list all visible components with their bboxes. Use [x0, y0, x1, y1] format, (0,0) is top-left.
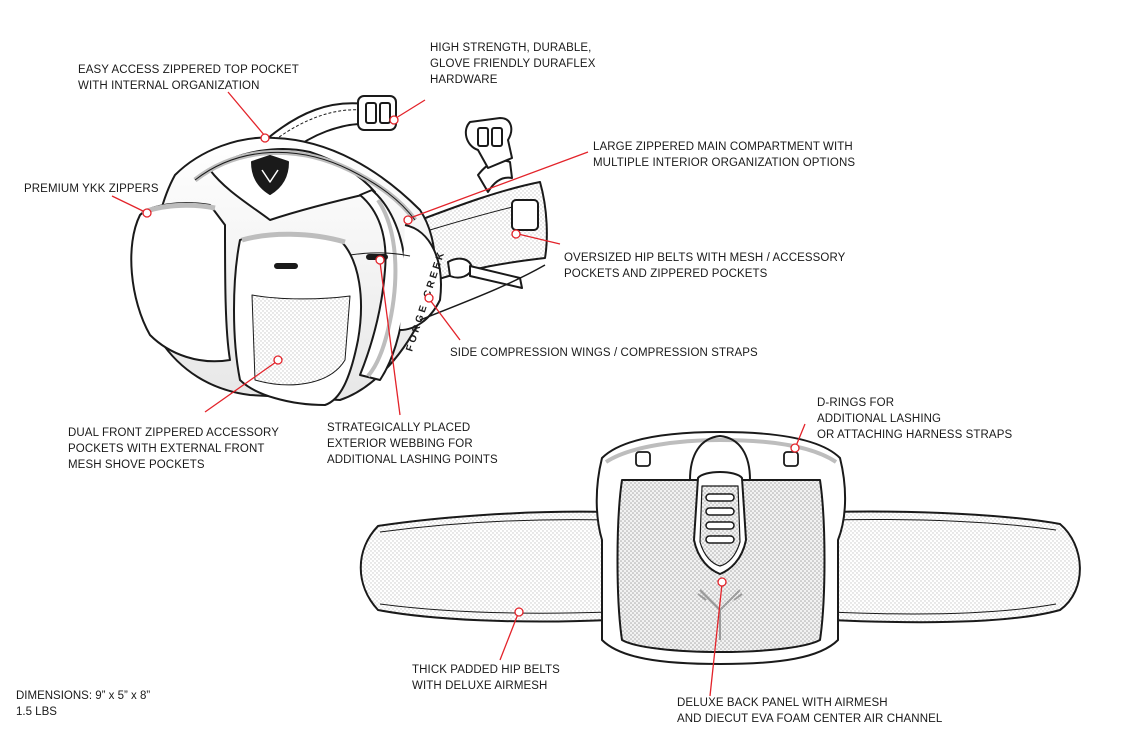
back-view-pack	[359, 431, 1081, 665]
callout-webbing: STRATEGICALLY PLACED EXTERIOR WEBBING FO…	[327, 422, 498, 466]
callout-hardware: HIGH STRENGTH, DURABLE, GLOVE FRIENDLY D…	[430, 42, 596, 86]
buckle-right	[464, 117, 513, 169]
buckle-top	[357, 95, 397, 131]
dimensions-weight: 1.5 LBS	[16, 706, 57, 718]
callout-hip-belts-pockets: OVERSIZED HIP BELTS WITH MESH / ACCESSOR…	[564, 252, 846, 280]
callout-d-rings: D-RINGS FOR ADDITIONAL LASHING OR ATTACH…	[817, 397, 1013, 441]
left-pocket	[130, 202, 231, 363]
callout-zippers: PREMIUM YKK ZIPPERS	[24, 183, 159, 195]
dimensions-size: DIMENSIONS: 9” x 5” x 8”	[16, 690, 151, 702]
callout-top-pocket: EASY ACCESS ZIPPERED TOP POCKET WITH INT…	[78, 64, 299, 92]
callout-main-compartment: LARGE ZIPPERED MAIN COMPARTMENT WITH MUL…	[593, 141, 856, 169]
callout-back-panel: DELUXE BACK PANEL WITH AIRMESH AND DIECU…	[677, 697, 943, 725]
dimensions: DIMENSIONS: 9” x 5” x 8” 1.5 LBS	[16, 688, 150, 720]
logo-shield	[251, 155, 289, 195]
faint-logo	[697, 589, 743, 640]
front-view-pack	[130, 95, 548, 406]
leader-lines	[111, 91, 806, 697]
d-rings	[635, 451, 799, 467]
air-slots	[705, 493, 735, 544]
callout-padded-belts: THICK PADDED HIP BELTS WITH DELUXE AIRME…	[412, 664, 560, 692]
callout-compression: SIDE COMPRESSION WINGS / COMPRESSION STR…	[450, 347, 758, 359]
callout-front-pockets: DUAL FRONT ZIPPERED ACCESSORY POCKETS WI…	[68, 427, 280, 471]
